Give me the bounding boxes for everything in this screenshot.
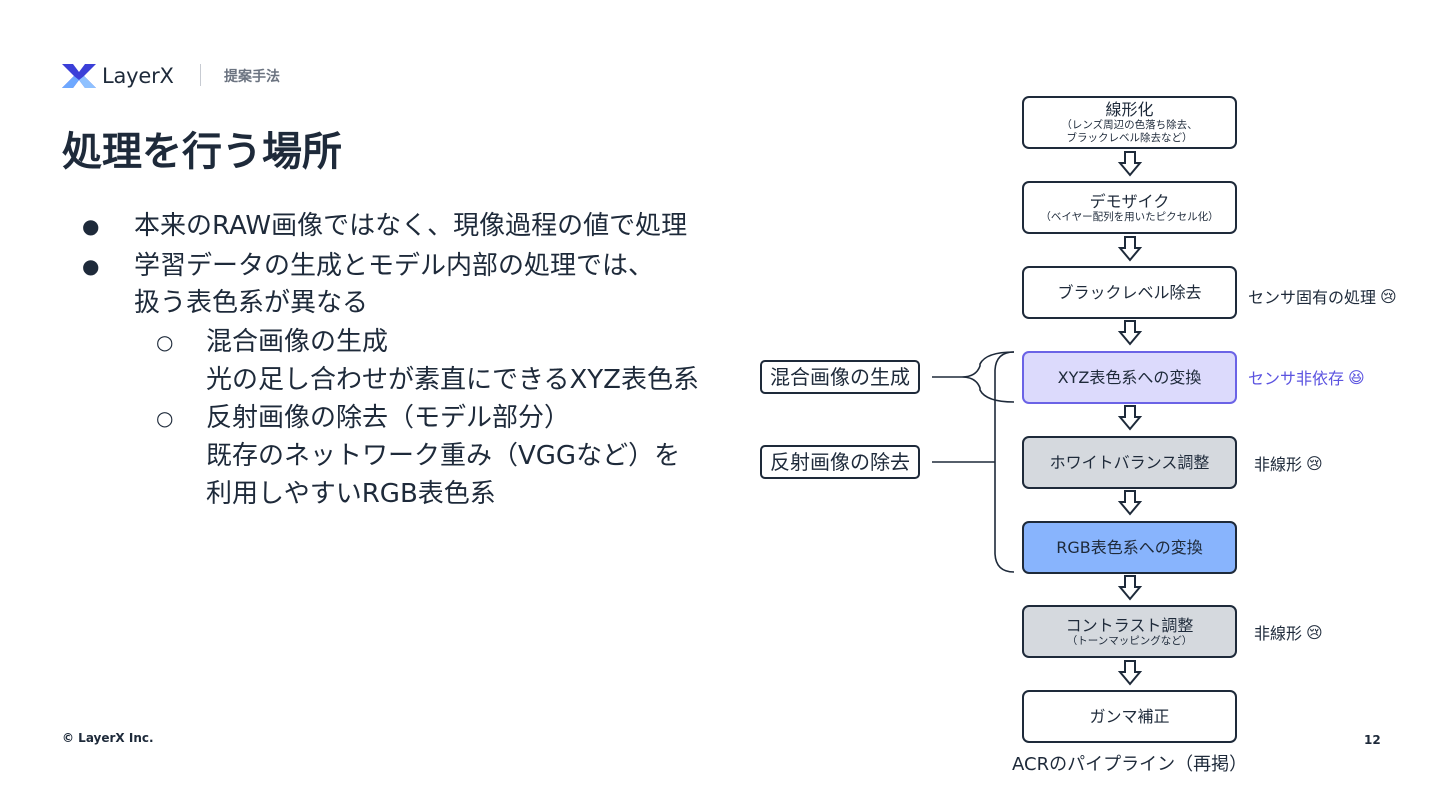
step-title: 線形化 — [1105, 100, 1154, 119]
bullet-symbol: ● — [82, 254, 100, 278]
pipeline-step-gamma: ガンマ補正 — [1022, 690, 1237, 743]
step-subtitle: （トーンマッピングなど） — [1066, 634, 1193, 647]
step-title: ガンマ補正 — [1089, 707, 1170, 726]
down-arrow-icon — [1117, 405, 1143, 431]
label-mix-image: 混合画像の生成 — [760, 360, 920, 394]
page-number: 12 — [1364, 733, 1381, 747]
bullet-2-line-2: 扱う表色系が異なる — [134, 288, 369, 318]
xyz-brace — [961, 351, 1015, 403]
crying-face-icon: 😢 — [1306, 453, 1323, 473]
note-sensor-independent: センサ非依存 😆 — [1248, 365, 1365, 389]
section-label: 提案手法 — [224, 69, 280, 85]
pipeline-caption: ACRのパイプライン（再掲） — [1012, 754, 1248, 775]
note-sensor-specific: センサ固有の処理 😢 — [1248, 284, 1397, 308]
pipeline-step-white-balance: ホワイトバランス調整 — [1022, 436, 1237, 489]
layerx-logo-icon — [62, 64, 96, 88]
sub-bullet-symbol: ○ — [156, 406, 174, 430]
step-title: XYZ表色系への変換 — [1057, 368, 1202, 387]
step-title: RGB表色系への変換 — [1056, 538, 1203, 557]
laughing-face-icon: 😆 — [1348, 367, 1365, 387]
pipeline-step-demosaic: デモザイク （ベイヤー配列を用いたピクセル化） — [1022, 181, 1237, 234]
pipeline-step-linearization: 線形化 （レンズ周辺の色落ち除去、 ブラックレベル除去など） — [1022, 96, 1237, 149]
note-text: 非線形 — [1254, 455, 1303, 474]
step-title: ブラックレベル除去 — [1057, 283, 1202, 302]
pipeline-step-contrast: コントラスト調整 （トーンマッピングなど） — [1022, 605, 1237, 658]
note-text: センサ固有の処理 — [1248, 288, 1377, 307]
bullet-1-line-1: 本来のRAW画像ではなく、現像過程の値で処理 — [134, 211, 688, 241]
logo-text: LayerX — [102, 64, 174, 88]
down-arrow-icon — [1117, 575, 1143, 601]
down-arrow-icon — [1117, 236, 1143, 262]
note-text: センサ非依存 — [1248, 369, 1345, 388]
step-subtitle: （ベイヤー配列を用いたピクセル化） — [1040, 210, 1219, 223]
header-divider — [200, 64, 201, 86]
crying-face-icon: 😢 — [1306, 622, 1323, 642]
sub-bullet-2-line-3: 利用しやすいRGB表色系 — [206, 479, 496, 509]
pipeline-step-xyz-conversion: XYZ表色系への変換 — [1022, 351, 1237, 404]
sub-bullet-symbol: ○ — [156, 330, 174, 354]
crying-face-icon: 😢 — [1380, 286, 1397, 306]
copyright: © LayerX Inc. — [62, 731, 154, 745]
pipeline-step-black-level: ブラックレベル除去 — [1022, 266, 1237, 319]
down-arrow-icon — [1117, 320, 1143, 346]
step-title: デモザイク — [1089, 191, 1170, 211]
down-arrow-icon — [1117, 490, 1143, 516]
sub-bullet-1-line-1: 混合画像の生成 — [206, 327, 389, 357]
page-title: 処理を行う場所 — [62, 129, 342, 175]
rgb-bracket — [994, 351, 1015, 573]
bullet-2-line-1: 学習データの生成とモデル内部の処理では、 — [134, 251, 655, 281]
note-nonlinear-contrast: 非線形 😢 — [1254, 620, 1323, 644]
down-arrow-icon — [1117, 151, 1143, 177]
sub-bullet-2-line-2: 既存のネットワーク重み（VGGなど）を — [206, 441, 681, 471]
step-title: ホワイトバランス調整 — [1049, 453, 1210, 472]
note-text: 非線形 — [1254, 624, 1303, 643]
sub-bullet-2-line-1: 反射画像の除去（モデル部分） — [206, 403, 571, 433]
step-subtitle: （レンズ周辺の色落ち除去、 ブラックレベル除去など） — [1061, 119, 1198, 144]
label-remove-reflection: 反射画像の除去 — [760, 445, 920, 479]
bullet-symbol: ● — [82, 214, 100, 238]
sub-bullet-1-line-2: 光の足し合わせが素直にできるXYZ表色系 — [206, 365, 699, 395]
down-arrow-icon — [1117, 660, 1143, 686]
note-nonlinear-wb: 非線形 😢 — [1254, 451, 1323, 475]
layerx-logo: LayerX — [62, 60, 182, 92]
pipeline-step-rgb-conversion: RGB表色系への変換 — [1022, 521, 1237, 574]
step-title: コントラスト調整 — [1065, 615, 1194, 635]
